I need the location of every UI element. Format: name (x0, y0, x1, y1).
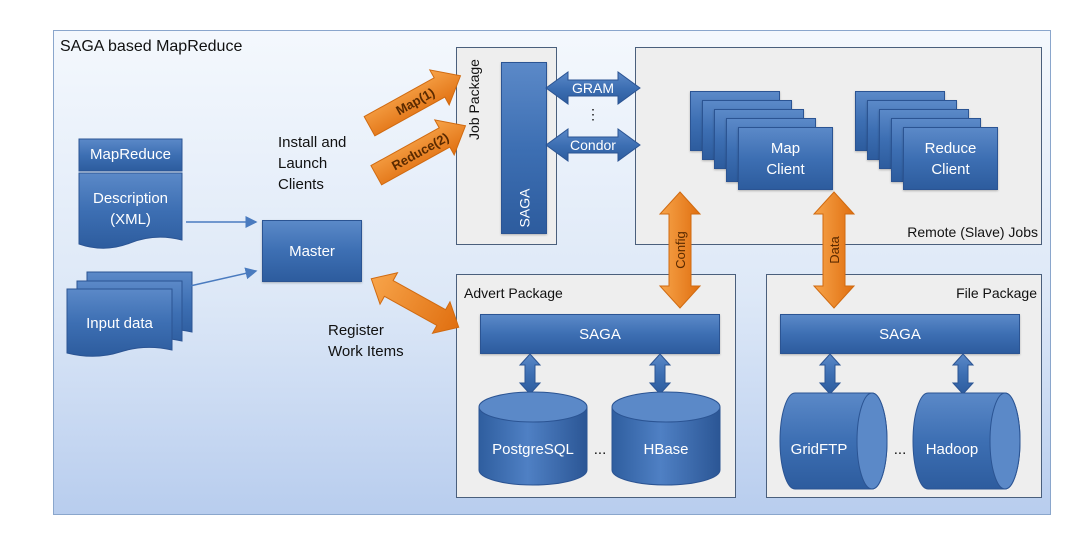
data-arrow (812, 191, 856, 309)
saga-gridftp-connector (818, 353, 842, 395)
input-to-master-arrow (189, 267, 258, 287)
register-arrow (370, 271, 460, 335)
postgresql-cylinder (478, 391, 588, 486)
map-client-label: Map Client (766, 139, 805, 178)
file-ellipsis: ... (893, 441, 907, 458)
postgresql-label: PostgreSQL (492, 441, 574, 458)
input-data-documents (66, 271, 193, 357)
saga-hbase-connector (648, 353, 672, 395)
reduce-client-label: Reduce Client (924, 139, 977, 178)
master-label: Master (289, 242, 335, 260)
reduce-arrow (370, 119, 467, 186)
hadoop-label: Hadoop (925, 441, 979, 458)
file-package-label: File Package (956, 285, 1037, 301)
config-label: Config (672, 231, 688, 269)
saga-advert-label: SAGA (579, 325, 621, 343)
saga-file-bar: SAGA (780, 314, 1020, 354)
hadoop-cylinder (912, 392, 1021, 490)
map-arrow (363, 69, 462, 137)
saga-hadoop-connector (951, 353, 975, 395)
saga-postgresql-connector (518, 353, 542, 395)
hbase-label: HBase (643, 441, 689, 458)
diagram-title: SAGA based MapReduce (60, 38, 243, 55)
saga-file-label: SAGA (879, 325, 921, 343)
master-box: Master (262, 220, 362, 282)
gram-label: GRAM (572, 80, 614, 96)
config-arrow (658, 191, 702, 309)
hbase-cylinder (611, 391, 721, 486)
reduce-client-box: Reduce Client (903, 127, 998, 190)
condor-arrow (545, 128, 641, 162)
saga-job-bar: SAGA (501, 62, 547, 234)
map-client-box: Map Client (738, 127, 833, 190)
gridftp-cylinder (779, 392, 888, 490)
data-label: Data (826, 236, 842, 264)
saga-advert-bar: SAGA (480, 314, 720, 354)
install-label: Install and Launch Clients (278, 134, 347, 193)
remote-jobs-label: Remote (Slave) Jobs (907, 224, 1038, 240)
advert-ellipsis: ... (593, 441, 607, 458)
input-data-label: Input data (86, 315, 153, 332)
mapreduce-label: MapReduce (90, 146, 171, 163)
description-label: Description (XML) (92, 190, 169, 228)
register-label: Register Work Items (328, 322, 404, 360)
gram-arrow (545, 71, 641, 105)
gridftp-label: GridFTP (790, 441, 848, 458)
advert-package-label: Advert Package (464, 285, 563, 301)
condor-label: Condor (570, 137, 616, 153)
description-document (78, 138, 183, 249)
dots-label: ⋮ (586, 106, 600, 122)
